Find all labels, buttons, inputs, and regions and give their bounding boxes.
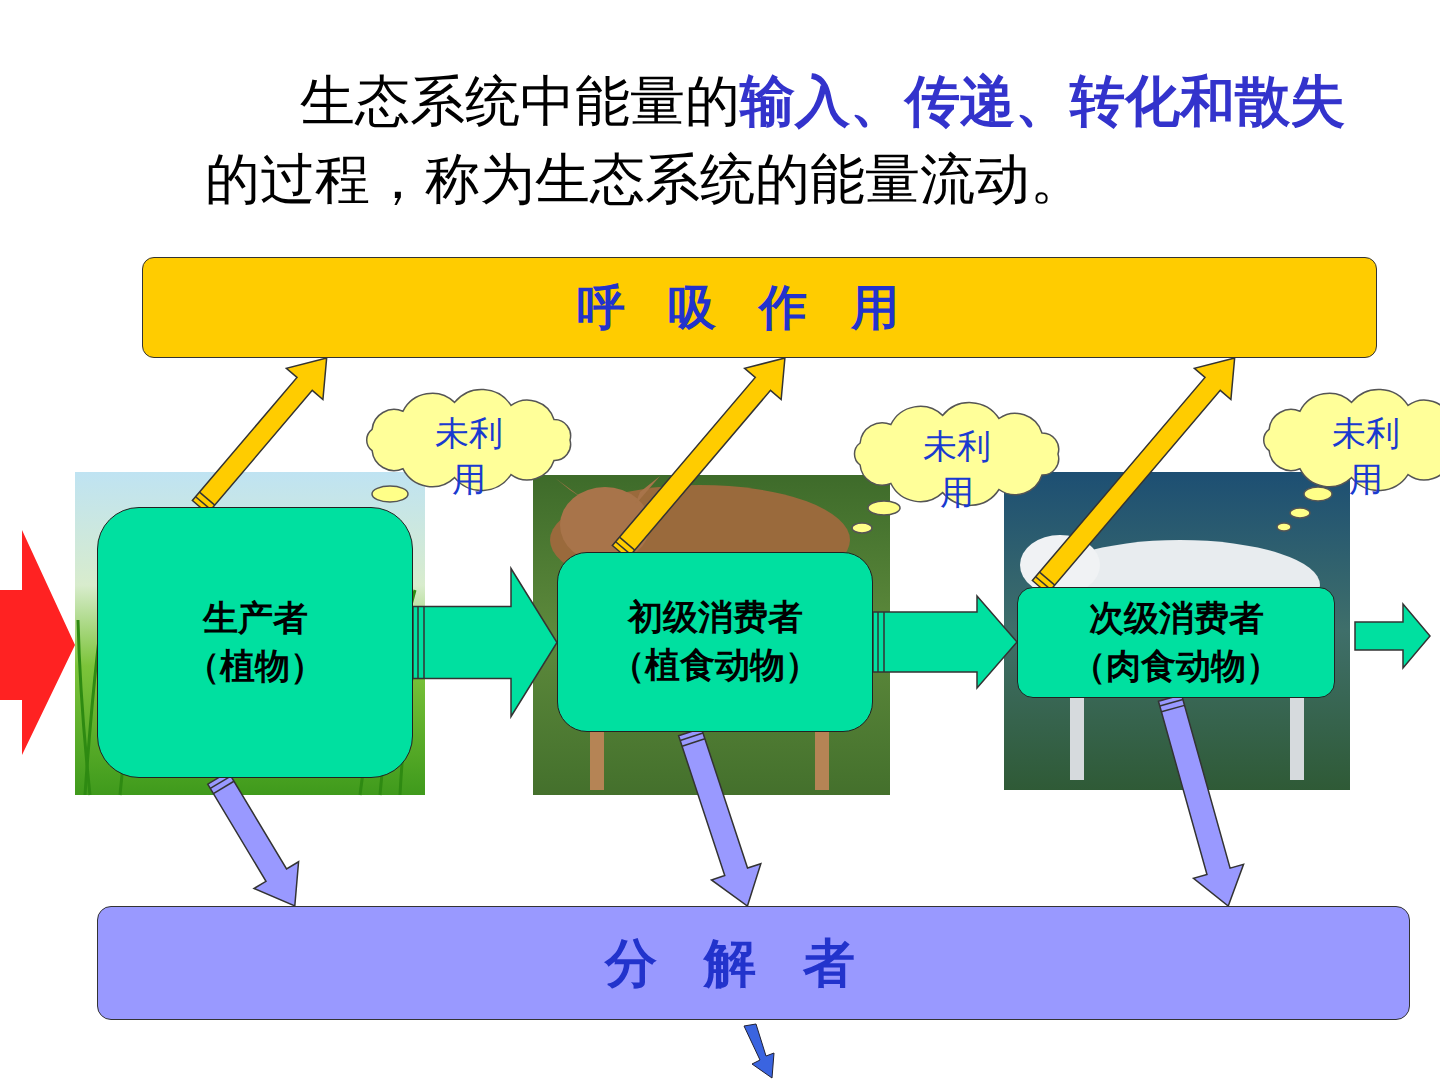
box-label: 初级消费者	[628, 594, 803, 642]
arrow-stripe	[883, 612, 885, 672]
deer-photo	[533, 475, 890, 795]
thought-cloud: 未利用	[846, 405, 1068, 503]
arrow-stripe	[1161, 705, 1184, 711]
energy-flow-arrow	[1158, 695, 1243, 906]
energy-flow-arrow	[679, 728, 761, 906]
arrow-stripe	[1040, 572, 1055, 585]
box-label: 次级消费者	[1089, 595, 1264, 643]
energy-flow-arrow	[612, 358, 785, 558]
title-segment: 生态系统中能量的	[300, 70, 740, 132]
process-band: 呼吸作用	[142, 257, 1377, 358]
arrow-stripe	[620, 537, 635, 550]
energy-flow-arrow	[1032, 358, 1234, 593]
band-label: 呼吸作用	[577, 284, 942, 332]
arrow-body	[208, 772, 299, 906]
outflow-arrow	[1355, 604, 1430, 668]
trophic-level-box: 生产者（植物）	[97, 507, 413, 778]
title-segment: 的过程，称为生态系统的能量流动。	[205, 148, 1085, 210]
arrow-stripe	[423, 607, 425, 679]
title-text: 生态系统中能量的输入、传递、转化和散失的过程，称为生态系统的能量流动。	[205, 62, 1385, 218]
thought-bubble-tail	[372, 486, 1332, 533]
cloud-label: 未利用	[914, 423, 1000, 515]
cloud-label: 未利用	[426, 410, 512, 502]
arrow-stripe	[200, 492, 215, 505]
arrow-stripe	[680, 733, 703, 741]
box-label: （植食动物）	[610, 642, 820, 690]
box-label: （植物）	[185, 643, 325, 691]
arrow-stripe	[682, 739, 705, 747]
box-label: （肉食动物）	[1071, 643, 1281, 691]
process-band: 分解者	[97, 906, 1410, 1020]
energy-flow-arrow	[873, 596, 1017, 688]
energy-flow-arrow	[413, 569, 557, 717]
arrow-stripe	[1160, 700, 1183, 706]
arrow-body	[612, 358, 785, 558]
trophic-level-box: 初级消费者（植食动物）	[557, 552, 873, 732]
arrow-body	[192, 358, 326, 513]
trophic-level-box: 次级消费者（肉食动物）	[1017, 587, 1335, 698]
energy-flow-arrow	[192, 358, 326, 513]
thought-cloud: 未利用	[358, 392, 580, 488]
energy-flow-arrow	[208, 772, 299, 906]
thought-cloud: 未利用	[1255, 392, 1440, 488]
arrow-body	[413, 569, 557, 717]
arrow-body	[873, 596, 1017, 688]
arrow-body	[1158, 695, 1243, 906]
arrow-stripe	[877, 612, 879, 672]
energy-input-arrow	[0, 530, 75, 755]
decomposer-outflow-arrow	[744, 1024, 774, 1078]
plant-photo	[75, 472, 425, 795]
arrow-body	[679, 728, 761, 906]
arrow-stripe	[213, 781, 234, 793]
arrow-body	[1032, 358, 1234, 593]
cloud-label: 未利用	[1323, 410, 1409, 502]
band-label: 分解者	[605, 939, 901, 987]
title-segment: 输入、传递、转化和散失	[740, 70, 1345, 132]
box-label: 生产者	[203, 595, 308, 643]
arrow-stripe	[417, 607, 419, 679]
